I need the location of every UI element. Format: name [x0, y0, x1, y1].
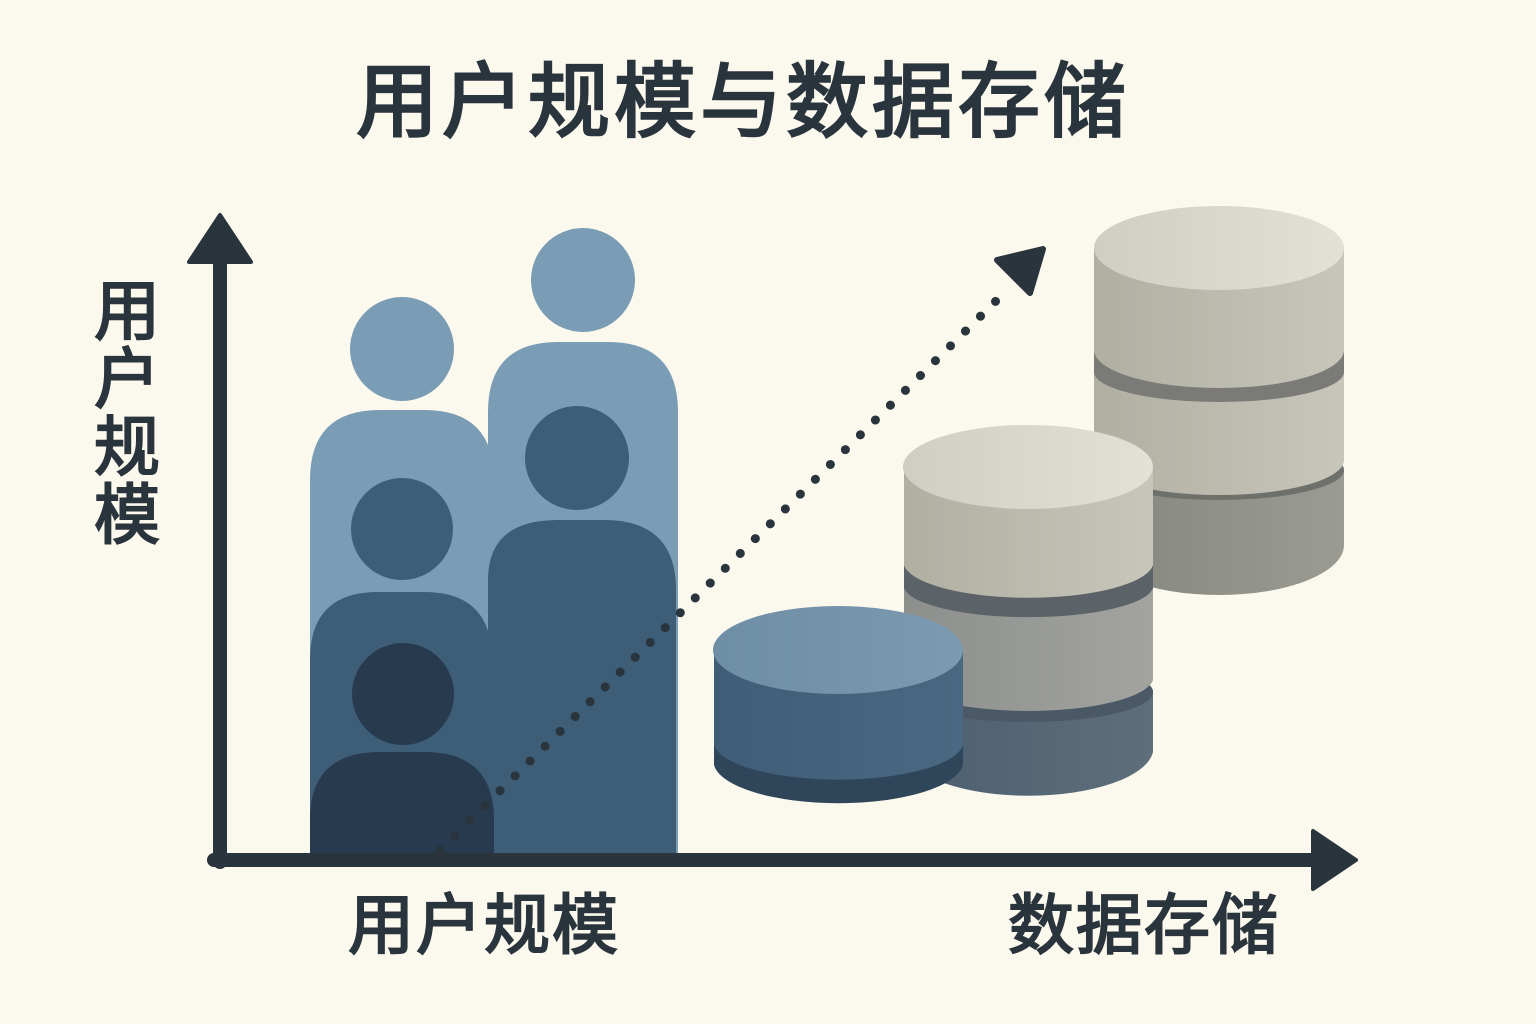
- dotted-trend-arrow: [435, 246, 1046, 855]
- database-icon: [1094, 206, 1344, 595]
- x-axis-label-storage: 数据存储: [1008, 887, 1280, 964]
- y-axis-label: 用户规模: [94, 273, 160, 554]
- people-group: [310, 228, 678, 855]
- database-icon: [713, 606, 963, 804]
- person-icon: [488, 406, 676, 855]
- axes: [187, 213, 1358, 891]
- diagram-title: 用户规模与数据存储: [355, 55, 1130, 150]
- person-icon: [310, 643, 494, 855]
- x-axis-label-users: 用户规模: [348, 887, 620, 964]
- database-icon: [903, 425, 1153, 796]
- x-axis-arrowhead: [1311, 829, 1358, 891]
- y-axis-arrowhead: [187, 213, 253, 264]
